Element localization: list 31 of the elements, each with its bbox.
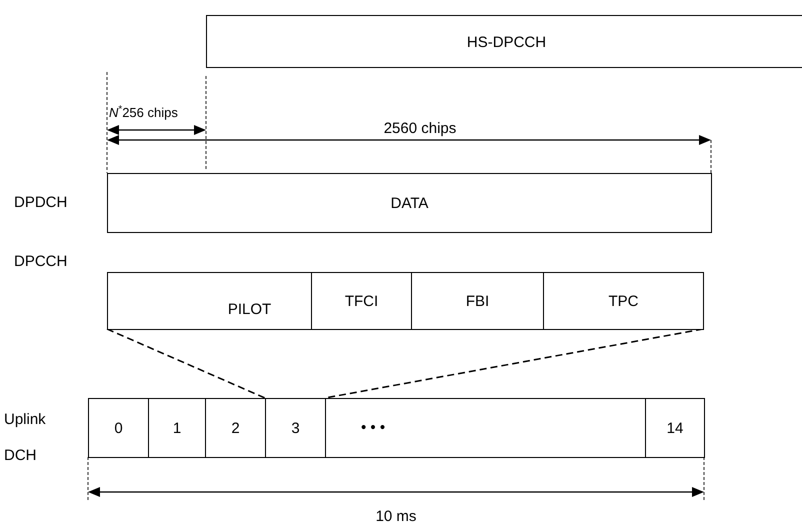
box-label: DATA (390, 194, 428, 214)
box-label: 2 (231, 419, 240, 440)
box-label: HS-DPCCH (466, 32, 546, 53)
zoom-line (106, 328, 266, 399)
channel-box (107, 173, 712, 233)
slot-box (205, 398, 266, 458)
field-box (311, 272, 412, 330)
box-label: 3 (291, 419, 300, 440)
field-box (543, 272, 704, 330)
slot-box (88, 398, 149, 458)
channel-label: DPCCH (14, 252, 68, 272)
dimension-label: 10 ms (374, 507, 418, 527)
box-label: FBI (466, 292, 490, 312)
field-box (107, 272, 312, 330)
box-label: TFCI (344, 292, 378, 312)
slot-box (265, 398, 326, 458)
channel-box (206, 15, 802, 68)
slot-box (645, 398, 705, 458)
box-label: 1 (172, 419, 182, 440)
slot-box (325, 398, 646, 458)
slot-box (148, 398, 206, 458)
box-label: 14 (666, 419, 684, 440)
box-label: • • • (361, 418, 386, 438)
box-label: TPC (608, 292, 638, 312)
box-label: 0 (114, 419, 123, 440)
box-label: PILOT (228, 300, 272, 320)
field-box (411, 272, 544, 330)
dimension-label: 2560 chips (382, 119, 458, 139)
channel-label: Uplink DCH (4, 410, 47, 466)
dimension-label: N$^{*}$256 chips (109, 103, 179, 122)
channel-label: DPDCH (14, 193, 68, 213)
